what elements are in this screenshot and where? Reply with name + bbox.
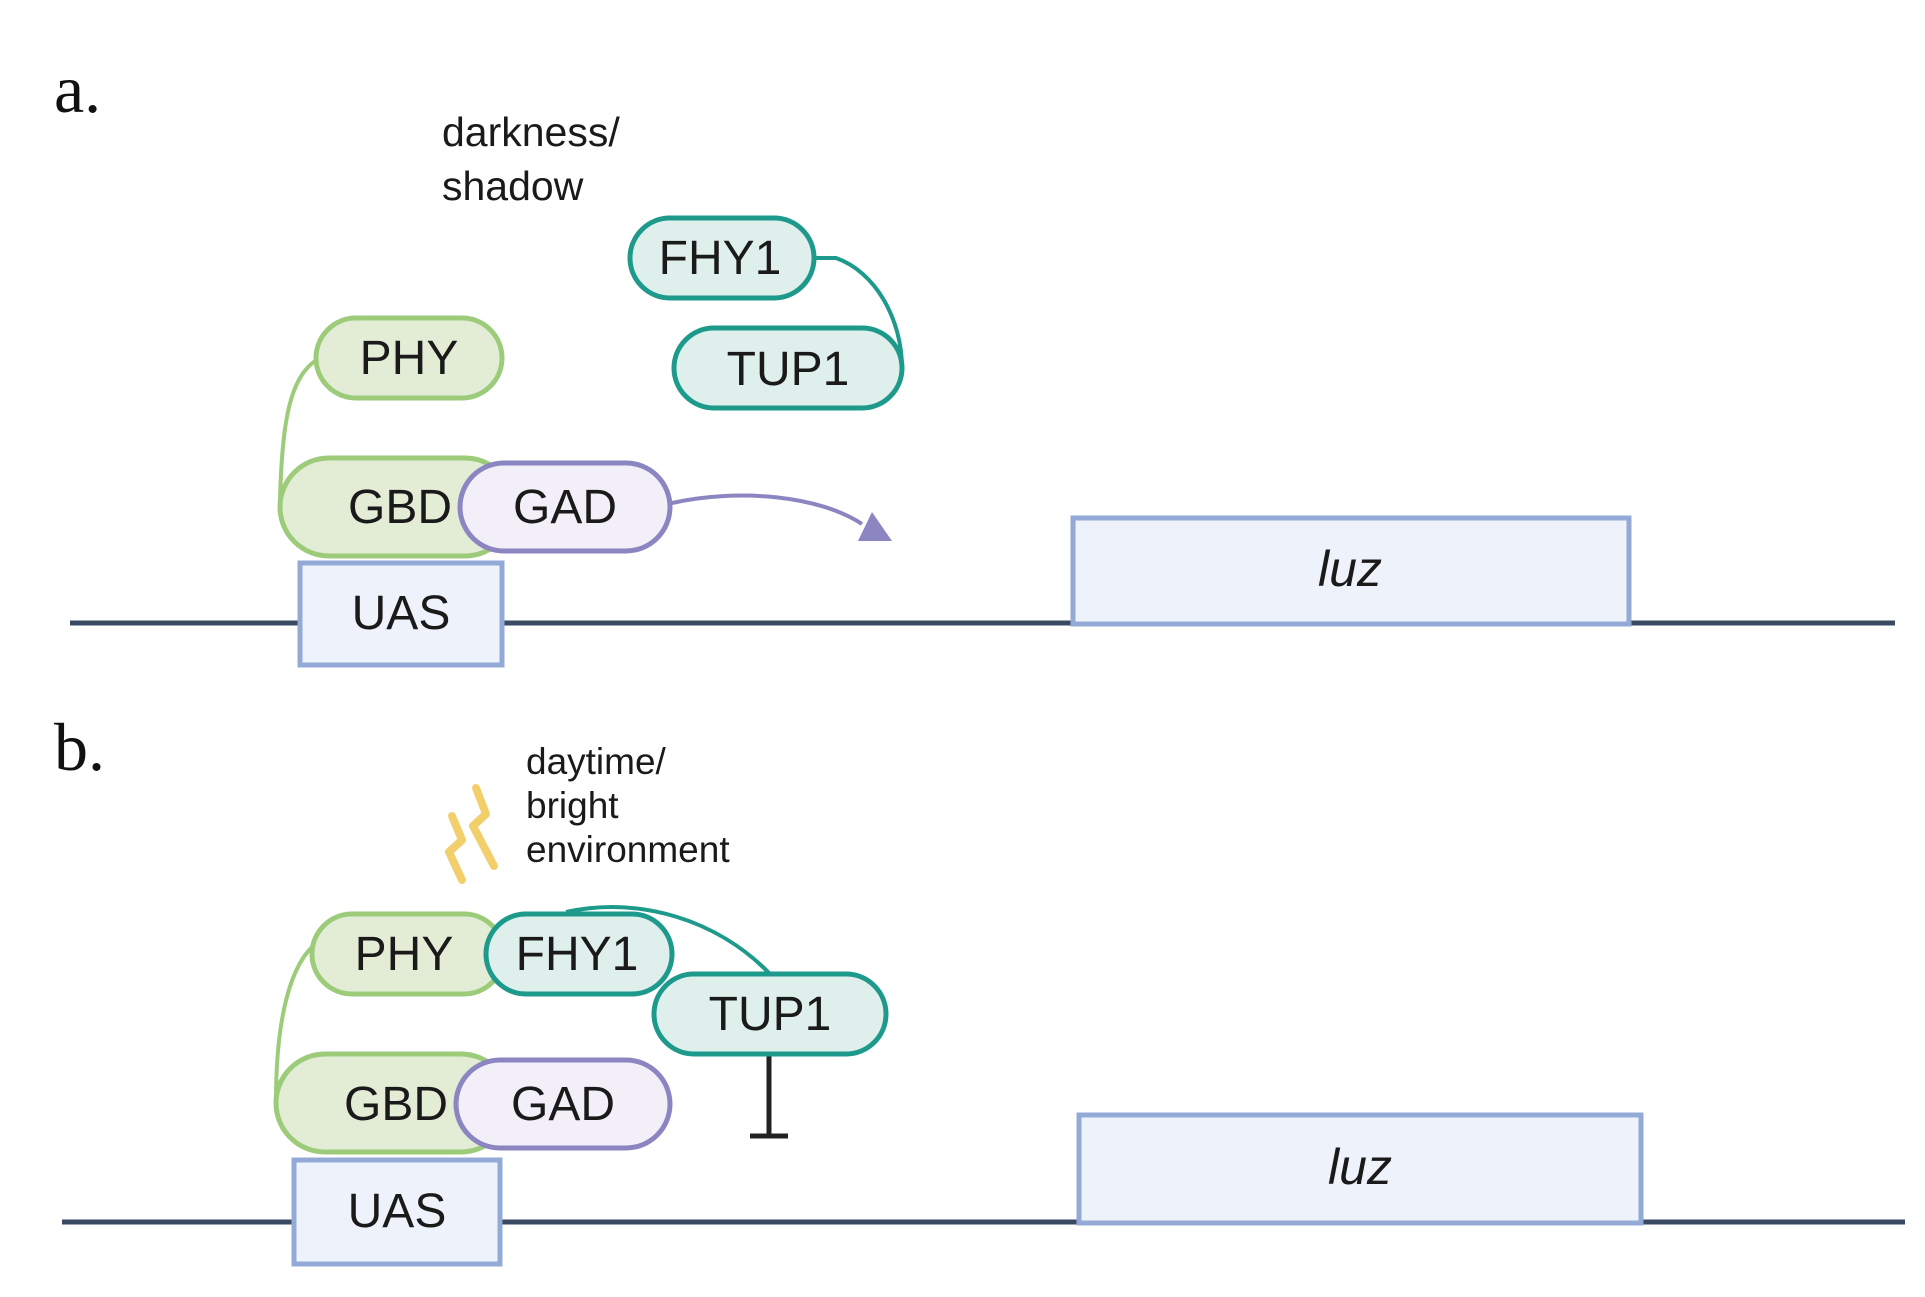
light-rays-icon bbox=[445, 784, 498, 884]
panel-a-phy-label: PHY bbox=[360, 332, 459, 385]
panel-a-fhy1-label: FHY1 bbox=[659, 232, 782, 285]
panel-b-condition-line3: environment bbox=[526, 829, 730, 870]
panel-b-gad-label: GAD bbox=[511, 1078, 615, 1131]
panel-a-gad-protein: GAD bbox=[457, 460, 673, 554]
panel-a-gad-label: GAD bbox=[513, 481, 617, 534]
panel-a-gene-box: luz bbox=[1070, 515, 1632, 627]
panel-a-activation-arrowhead bbox=[858, 512, 892, 541]
panel-b-uas-label: UAS bbox=[348, 1185, 447, 1238]
panel-b-fhy1-tup1-linker bbox=[565, 905, 772, 976]
panel-a-fhy1-tup1-linker bbox=[814, 256, 904, 369]
panel-b-gbd-label: GBD bbox=[344, 1078, 448, 1131]
panel-a-phy-protein: PHY bbox=[313, 315, 505, 401]
panel-a-fhy1-protein: FHY1 bbox=[627, 215, 817, 301]
panel-b: b. daytime/ bright environment PHY FHY1 bbox=[54, 709, 1905, 1267]
panel-b-gene-box: luz bbox=[1076, 1112, 1644, 1226]
panel-a-gbd-label: GBD bbox=[348, 481, 452, 534]
panel-a-tup1-label: TUP1 bbox=[727, 343, 850, 396]
panel-a: a. darkness/ shadow PHY GBD GAD bbox=[54, 51, 1895, 668]
panel-b-fhy1-label: FHY1 bbox=[516, 928, 639, 981]
panel-b-condition-line2: bright bbox=[526, 785, 619, 826]
panel-b-tup1-protein: TUP1 bbox=[651, 971, 889, 1057]
panel-b-label: b. bbox=[54, 709, 105, 785]
panel-a-gene-label: luz bbox=[1318, 541, 1382, 597]
panel-b-uas-box: UAS bbox=[291, 1157, 503, 1267]
panel-b-gad-protein: GAD bbox=[453, 1057, 673, 1151]
panel-b-phy-label: PHY bbox=[355, 928, 454, 981]
panel-b-phy-protein: PHY bbox=[309, 911, 507, 997]
panel-a-tup1-protein: TUP1 bbox=[671, 325, 905, 411]
panel-a-condition-line2: shadow bbox=[442, 163, 584, 209]
panel-a-uas-label: UAS bbox=[352, 587, 451, 640]
panel-b-tup1-label: TUP1 bbox=[709, 988, 832, 1041]
panel-a-gbd-protein: GBD bbox=[277, 455, 517, 559]
panel-a-label: a. bbox=[54, 51, 101, 127]
panel-a-phy-gbd-linker bbox=[278, 355, 323, 501]
panel-b-fhy1-protein: FHY1 bbox=[483, 911, 675, 997]
panel-b-condition-line1: daytime/ bbox=[526, 741, 667, 782]
panel-b-gene-label: luz bbox=[1328, 1139, 1392, 1195]
panel-b-phy-gbd-linker bbox=[274, 940, 320, 1101]
panel-a-condition-line1: darkness/ bbox=[442, 109, 620, 155]
panel-a-activation-arrow bbox=[671, 493, 864, 526]
panel-a-uas-box: UAS bbox=[297, 560, 505, 668]
